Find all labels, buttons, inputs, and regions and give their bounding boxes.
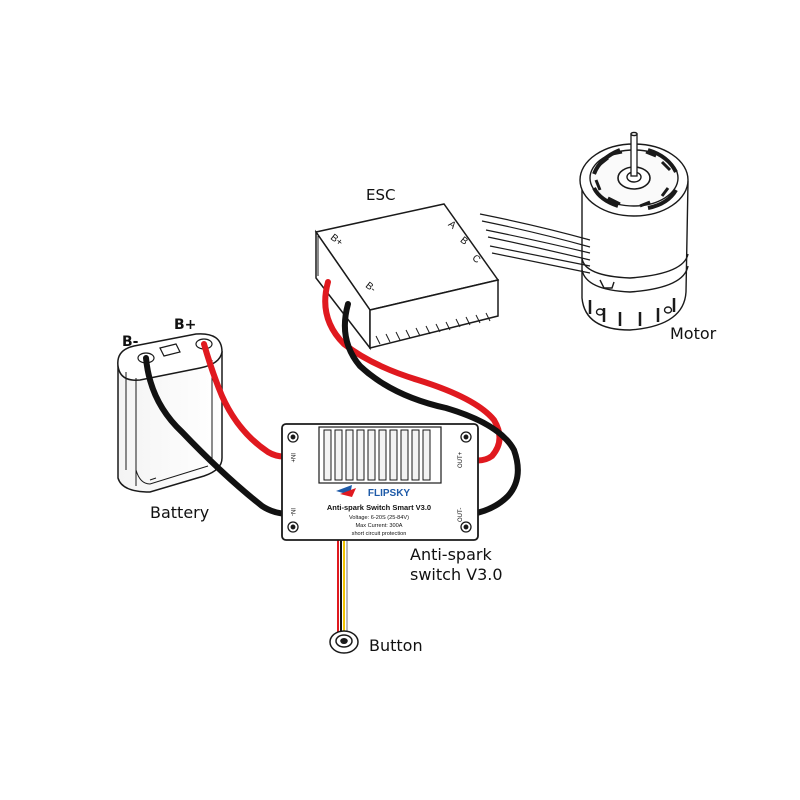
switch-out-bottom-label: OUT- bbox=[458, 508, 464, 522]
switch-current: Max Current: 300A bbox=[356, 523, 403, 529]
positive-wire-esc-to-switch bbox=[322, 279, 503, 464]
battery-label: Battery bbox=[150, 503, 210, 522]
switch-in-top-label: IN+ bbox=[289, 453, 295, 463]
anti-spark-switch-label: Anti-spark switch V3.0 bbox=[410, 545, 503, 585]
switch-voltage: Voltage: 6-20S (25-84V) bbox=[349, 515, 409, 521]
negative-wire-battery-to-switch bbox=[143, 355, 293, 517]
esc-label: ESC bbox=[366, 186, 396, 204]
motor-label: Motor bbox=[670, 324, 717, 343]
motor bbox=[579, 131, 689, 331]
phase-wires bbox=[479, 213, 591, 274]
anti-spark-switch-module: IN+ IN- OUT+ OUT- FLIPSKY Anti-spark Swi… bbox=[281, 423, 479, 541]
switch-out-top-label: OUT+ bbox=[458, 451, 464, 468]
switch-brand: FLIPSKY bbox=[368, 488, 411, 499]
wires bbox=[143, 279, 521, 633]
switch-protection: short circuit protection bbox=[352, 531, 407, 537]
battery-b-plus-label: B+ bbox=[174, 317, 197, 333]
battery-b-minus-label: B- bbox=[122, 334, 139, 350]
negative-wire-esc-to-switch bbox=[341, 301, 521, 517]
switch-in-bottom-label: IN- bbox=[289, 508, 295, 516]
switch-product-name: Anti-spark Switch Smart V3.0 bbox=[327, 503, 431, 512]
esc bbox=[314, 203, 500, 351]
flipsky-logo-icon bbox=[336, 485, 356, 497]
push-button bbox=[329, 630, 359, 654]
button-label: Button bbox=[369, 636, 423, 655]
anti-spark-label-line2: switch V3.0 bbox=[410, 565, 503, 584]
anti-spark-label-line1: Anti-spark bbox=[410, 545, 492, 564]
positive-wire-battery-to-switch bbox=[201, 341, 293, 460]
